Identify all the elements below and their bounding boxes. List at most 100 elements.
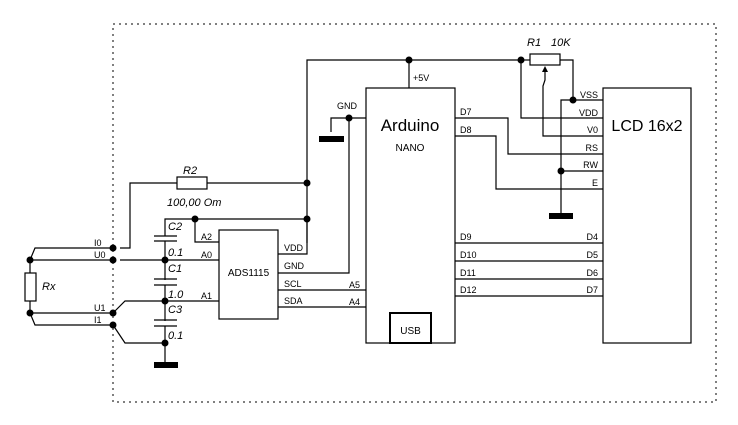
- wire-i1-gnd: [112, 324, 165, 344]
- adc-pin-gnd: GND: [284, 261, 305, 271]
- arduino-pin-d10: D10: [460, 250, 477, 260]
- wire-i0-rx: [29, 247, 113, 261]
- wire-d7-rs: [455, 117, 603, 155]
- lcd-pin-rs: RS: [585, 143, 598, 153]
- wire-a2: [194, 219, 219, 243]
- arduino-pin-d11: D11: [460, 268, 476, 278]
- r1-value: 10K: [551, 37, 571, 49]
- lcd-body: [602, 87, 692, 344]
- r2-value: 100,00 Om: [167, 197, 221, 209]
- wire-adc-vdd: [278, 219, 308, 255]
- capacitor-c1: [154, 278, 177, 286]
- ground-symbol-caps: [154, 362, 178, 368]
- adc-body: [218, 229, 279, 320]
- junction: [569, 96, 577, 104]
- wire-i1-rx: [29, 312, 113, 326]
- adc-pin-a2: A2: [201, 232, 212, 242]
- wire-d8-e: [455, 135, 603, 190]
- lcd-pin-vss: VSS: [580, 90, 598, 100]
- c2-name: C2: [168, 221, 182, 233]
- usb-label: USB: [400, 326, 421, 337]
- adc-pin-scl: SCL: [284, 279, 302, 289]
- junction: [161, 297, 169, 305]
- arduino-nano: Arduino NANO USB +5V D7 D8 D9 D10 D11 D1…: [349, 73, 477, 344]
- gnd-label: GND: [337, 101, 358, 111]
- junction: [405, 56, 413, 64]
- junction: [109, 321, 117, 329]
- lcd-pin-d6: D6: [586, 268, 598, 278]
- lcd-title: LCD 16x2: [611, 118, 682, 135]
- terminal-u0: U0: [94, 250, 106, 260]
- wire-vss-gnd: [560, 99, 603, 213]
- junction: [109, 244, 117, 252]
- adc-pin-sda: SDA: [284, 296, 303, 306]
- arduino-pin-a4: A4: [349, 297, 360, 307]
- power-label: +5V: [413, 73, 429, 83]
- wire-v0-wiper: [542, 68, 603, 137]
- arduino-subtitle: NANO: [396, 143, 425, 154]
- terminal-i0: I0: [94, 238, 102, 248]
- wires: [29, 59, 603, 362]
- c3-value: 0.1: [168, 330, 183, 342]
- capacitor-c3: [154, 319, 177, 327]
- lcd-pin-v0: V0: [587, 125, 598, 135]
- usb-port: [389, 312, 432, 344]
- junction: [303, 179, 311, 187]
- lcd-pin-e: E: [592, 178, 598, 188]
- c1-value: 1.0: [168, 289, 184, 301]
- junction: [109, 256, 117, 264]
- arduino-pin-a5: A5: [349, 280, 360, 290]
- c2-value: 0.1: [168, 247, 183, 259]
- junction: [303, 215, 311, 223]
- adc-pin-vdd: VDD: [284, 243, 304, 253]
- junction: [517, 56, 525, 64]
- terminal-u1: U1: [94, 303, 106, 313]
- adc-pin-a0: A0: [201, 250, 212, 260]
- adc-title: ADS1115: [228, 268, 270, 279]
- junction: [345, 114, 353, 122]
- enclosure-border: [112, 23, 717, 403]
- ground-symbol-lcd: [549, 213, 573, 219]
- wire-vdd: [520, 60, 603, 119]
- wiper-arrow-icon: [542, 66, 548, 72]
- resistor-rx: [24, 272, 37, 302]
- lcd-module: LCD 16x2 VSS VDD V0 RS RW E D4 D5 D6 D7: [579, 87, 692, 344]
- arduino-body: [365, 87, 456, 344]
- junction: [26, 309, 34, 317]
- junction: [26, 256, 34, 264]
- lcd-pin-d5: D5: [586, 250, 598, 260]
- wire-gnd-arduino: [330, 117, 366, 132]
- lcd-pin-d4: D4: [586, 232, 598, 242]
- r1-name: R1: [527, 37, 541, 49]
- junction: [161, 339, 169, 347]
- adc-pin-a1: A1: [201, 291, 212, 301]
- arduino-pin-d12: D12: [460, 285, 477, 295]
- wire-c2-top: [164, 218, 307, 236]
- lcd-pin-d7: D7: [586, 285, 598, 295]
- arduino-pin-d8: D8: [460, 125, 472, 135]
- terminal-i1: I1: [94, 315, 102, 325]
- wire-u1-a1: [112, 300, 219, 314]
- ads1115-adc: ADS1115 A2 A0 A1 VDD GND SCL SDA: [201, 229, 305, 320]
- c1-name: C1: [168, 263, 182, 275]
- junction: [109, 309, 117, 317]
- arduino-pin-d7: D7: [460, 107, 472, 117]
- lcd-pin-rw: RW: [583, 160, 598, 170]
- r2-name: R2: [183, 165, 197, 177]
- wire-adc-gnd: [278, 118, 350, 274]
- junction: [191, 215, 199, 223]
- arduino-pin-d9: D9: [460, 232, 472, 242]
- rx-name: Rx: [42, 281, 56, 293]
- junction: [161, 256, 169, 264]
- capacitor-c2: [154, 235, 177, 242]
- junction: [557, 167, 565, 175]
- wire-r1-right: [560, 59, 574, 100]
- resistor-r2: [176, 176, 208, 190]
- lcd-pin-vdd: VDD: [579, 108, 599, 118]
- potentiometer-r1: [529, 53, 561, 66]
- c3-name: C3: [168, 304, 183, 316]
- ground-symbol-arduino: [319, 136, 344, 142]
- wire-r2-left: [120, 182, 177, 249]
- arduino-title: Arduino: [381, 116, 440, 135]
